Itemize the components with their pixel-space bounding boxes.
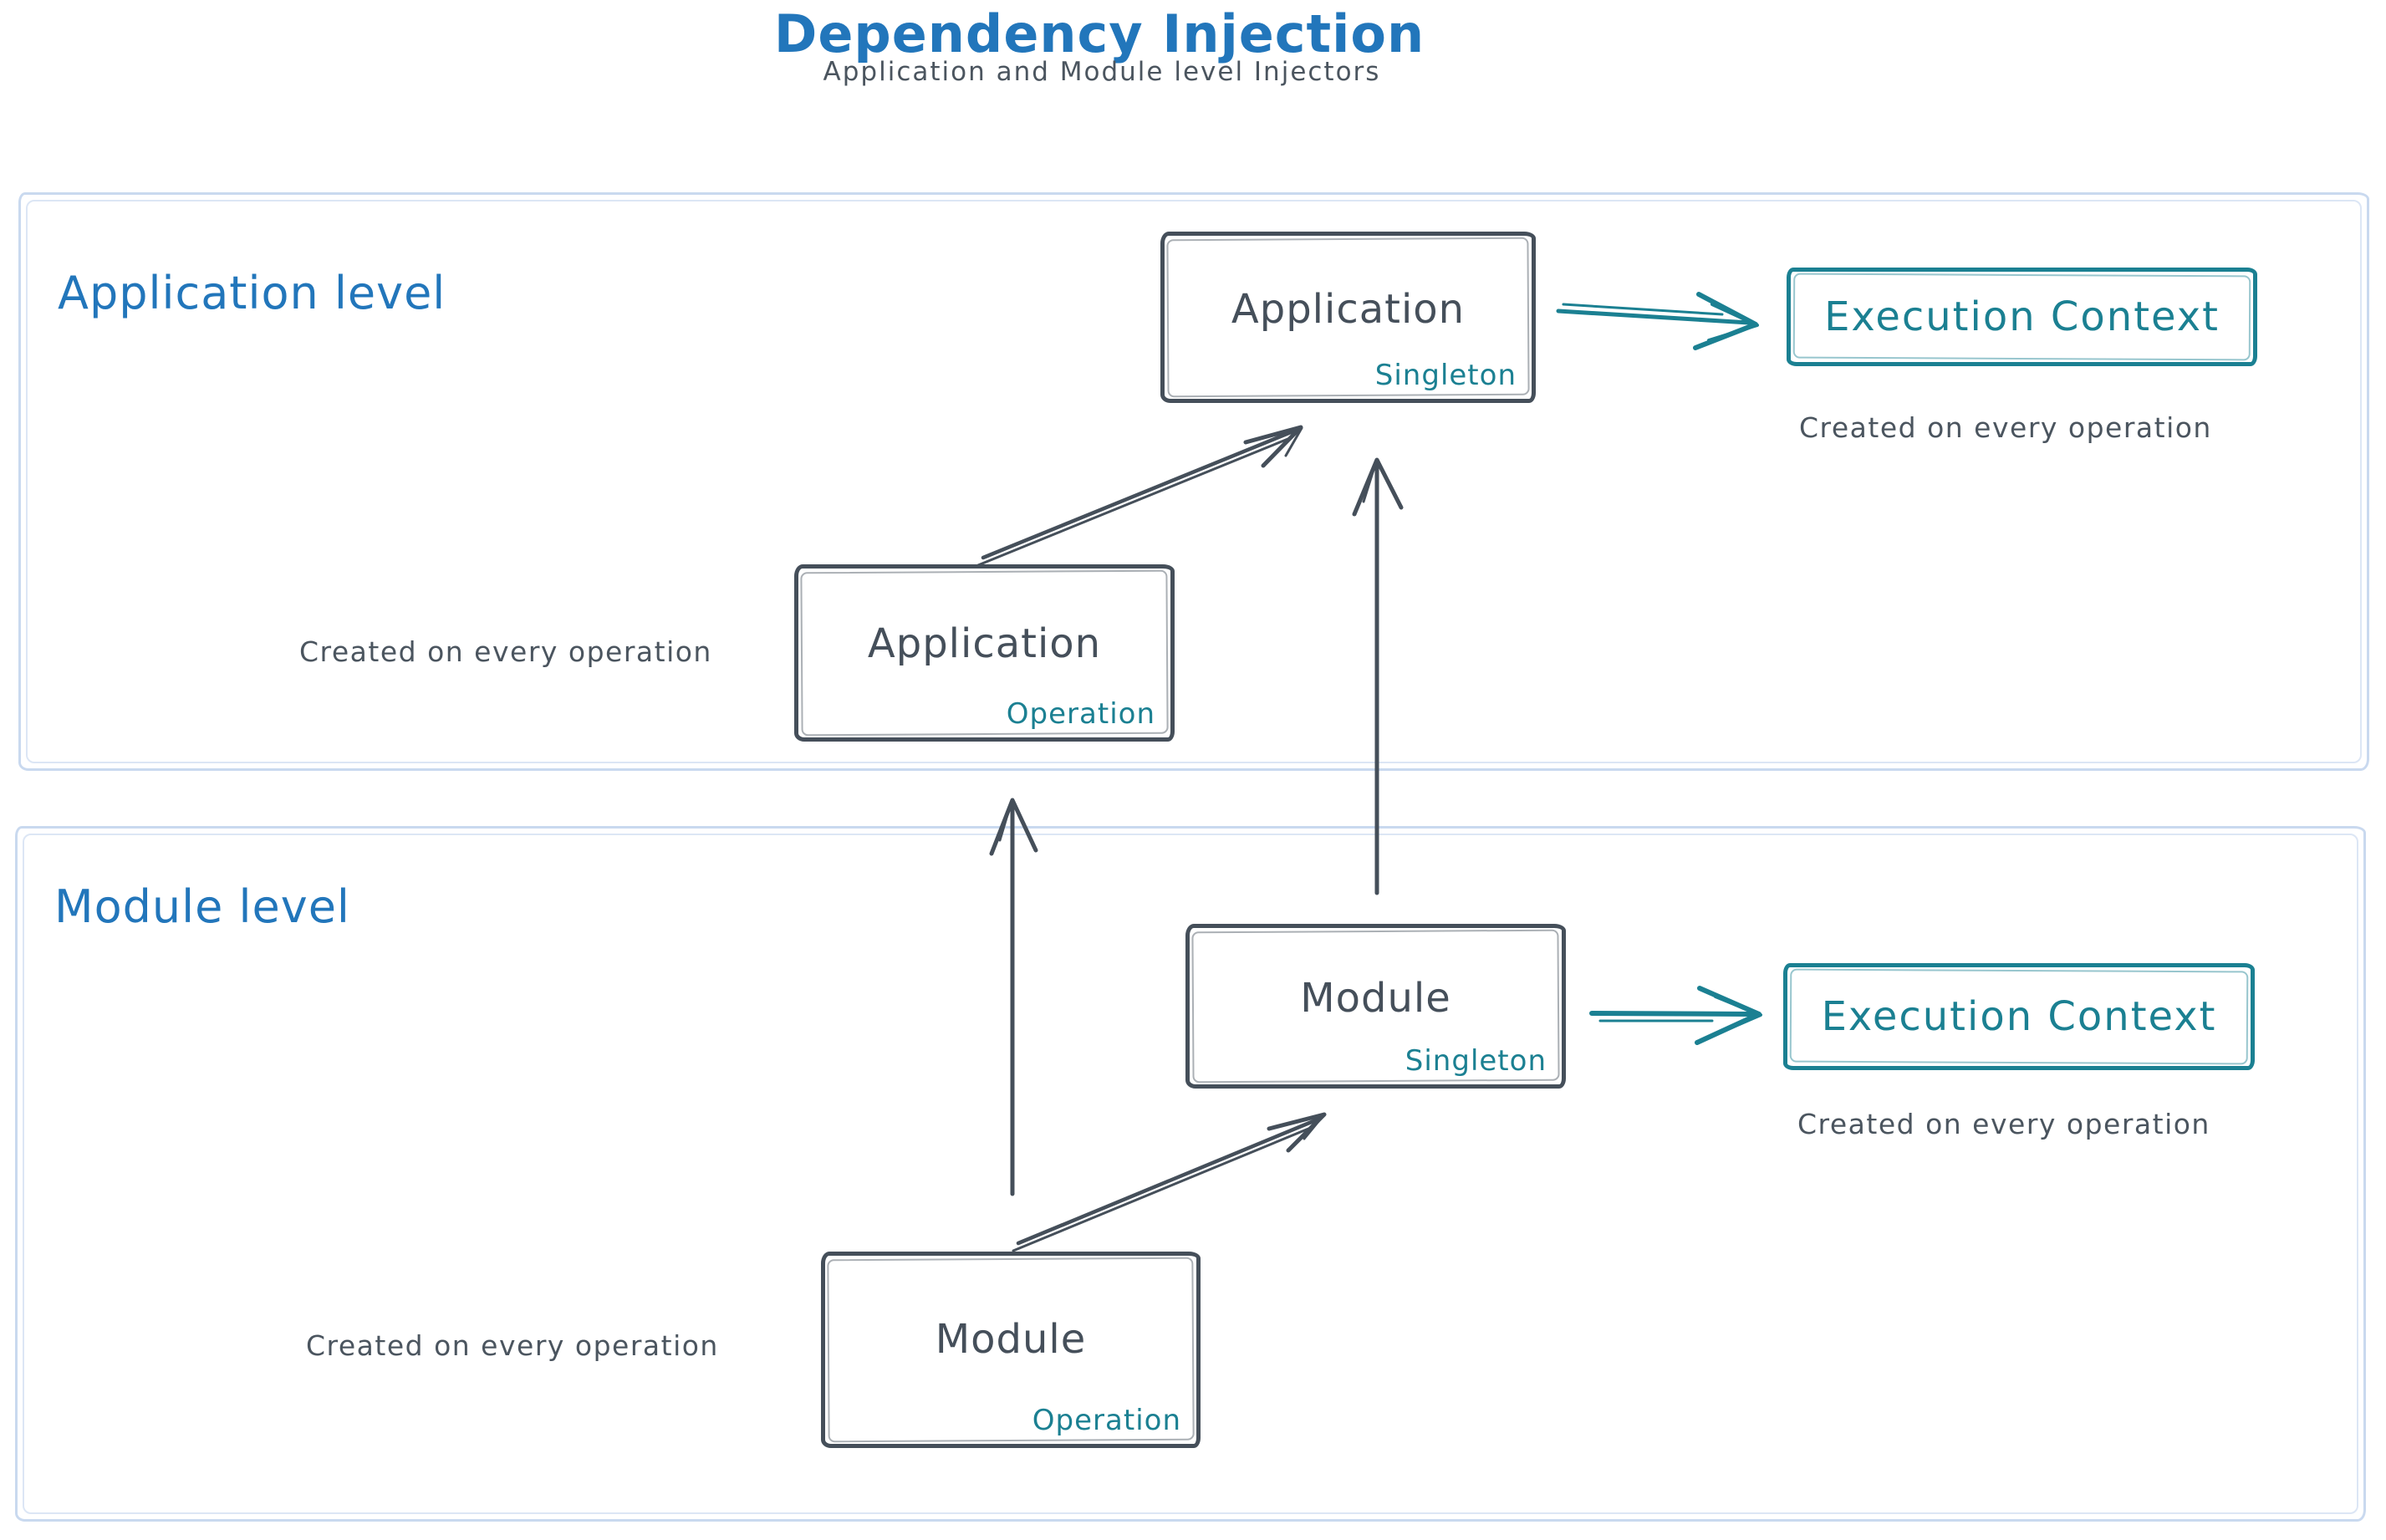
node-application-operation-title: Application	[867, 620, 1102, 667]
module-execution-context-box: Execution Context	[1783, 963, 2255, 1070]
node-module-operation: Module Operation	[821, 1252, 1201, 1448]
application-execution-context-label: Execution Context	[1824, 293, 2220, 340]
node-application-operation: Application Operation	[794, 564, 1175, 742]
node-module-singleton-title: Module	[1300, 975, 1451, 1022]
node-module-singleton: Module Singleton	[1185, 924, 1566, 1089]
module-level-container: Module level	[15, 826, 2366, 1522]
module-execution-context-caption: Created on every operation	[1797, 1108, 2210, 1140]
node-module-singleton-scope: Singleton	[1405, 1044, 1547, 1078]
node-application-singleton-title: Application	[1231, 286, 1466, 333]
node-module-operation-scope: Operation	[1032, 1404, 1181, 1437]
application-execution-context-caption: Created on every operation	[1799, 411, 2212, 444]
application-level-label: Application level	[58, 267, 446, 319]
page-title: Dependency Injection	[773, 3, 1425, 64]
node-module-operation-title: Module	[935, 1316, 1087, 1363]
module-operation-caption: Created on every operation	[306, 1329, 719, 1362]
module-level-label: Module level	[54, 880, 350, 933]
node-application-singleton: Application Singleton	[1160, 232, 1536, 403]
node-application-operation-scope: Operation	[1006, 697, 1155, 731]
node-application-singleton-scope: Singleton	[1374, 359, 1517, 392]
application-level-container: Application level	[18, 192, 2369, 771]
module-execution-context-label: Execution Context	[1821, 993, 2217, 1040]
application-execution-context-box: Execution Context	[1787, 268, 2257, 366]
application-operation-caption: Created on every operation	[299, 635, 712, 668]
page-subtitle: Application and Module level Injectors	[823, 57, 1381, 87]
